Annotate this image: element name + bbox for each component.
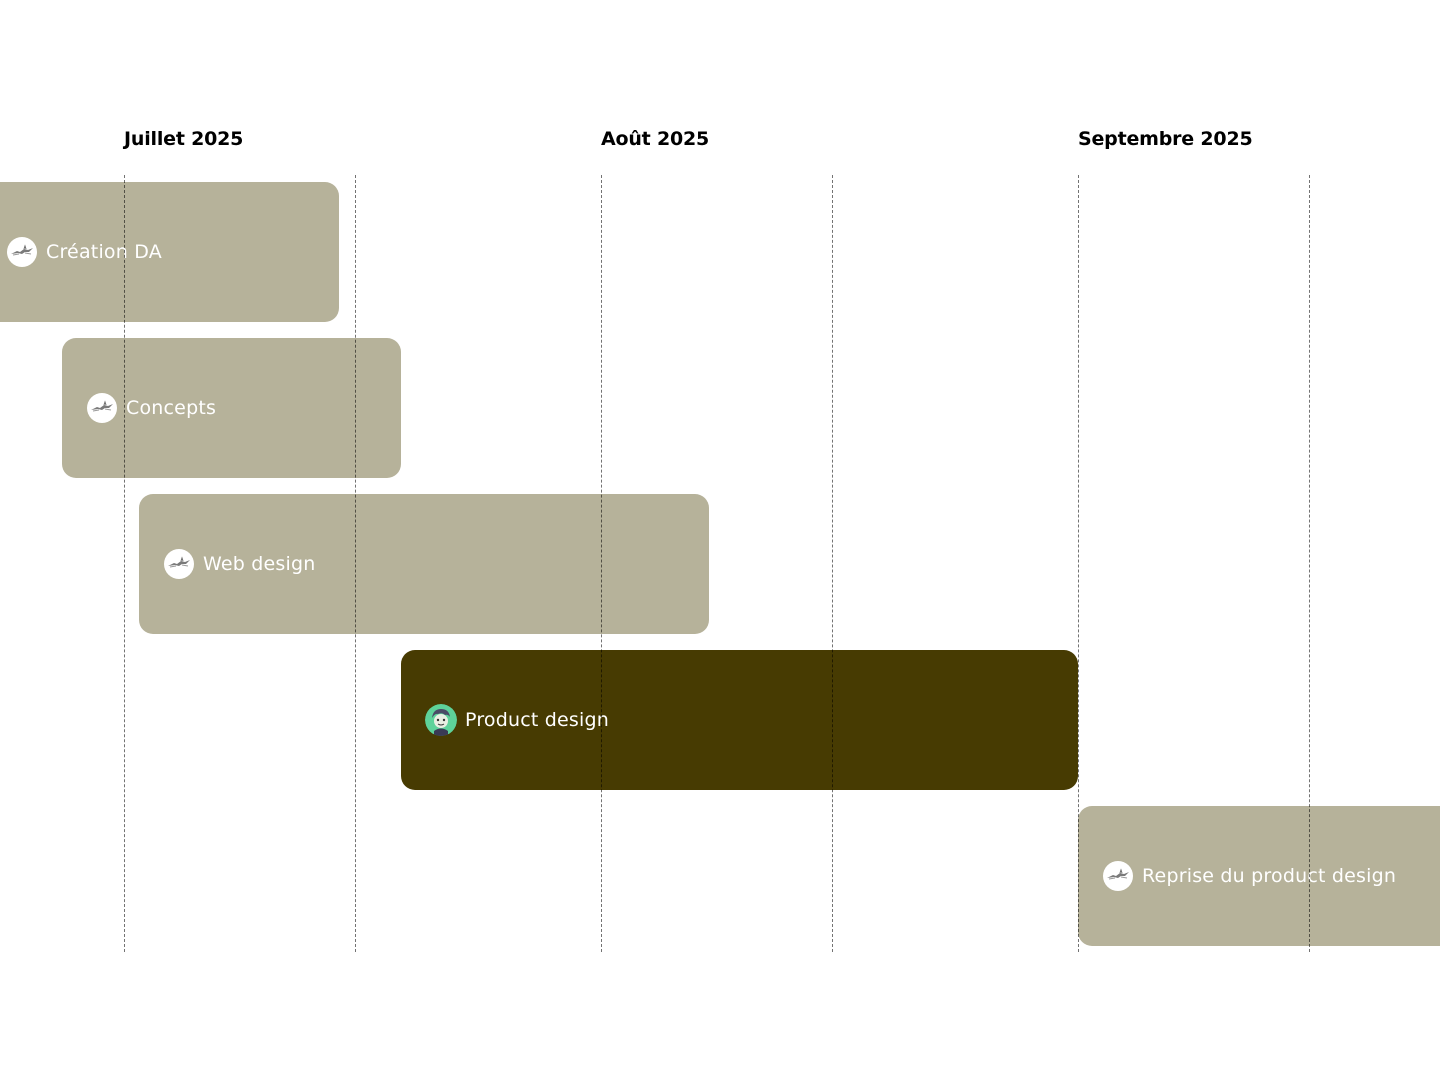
task-label: Product design: [465, 709, 610, 731]
task-label: Concepts: [126, 397, 217, 419]
task-bar[interactable]: Création DA: [0, 182, 339, 322]
task-label: Web design: [203, 553, 316, 575]
month-label-september: Septembre 2025: [1078, 128, 1253, 150]
month-label-august: Août 2025: [601, 128, 710, 150]
bird-logo-icon: [163, 548, 195, 580]
task-bar[interactable]: Reprise du product design: [1078, 806, 1440, 946]
task-bar[interactable]: Product design: [401, 650, 1078, 790]
character-avatar-icon: [425, 704, 457, 736]
task-label: Reprise du product design: [1142, 865, 1397, 887]
bird-logo-icon: [1102, 860, 1134, 892]
bird-logo-icon: [6, 236, 38, 268]
bird-logo-icon: [86, 392, 118, 424]
task-bar[interactable]: Web design: [139, 494, 709, 634]
month-label-july: Juillet 2025: [124, 128, 244, 150]
task-label: Création DA: [46, 241, 162, 263]
grid-line-4: [832, 175, 833, 952]
task-bar[interactable]: Concepts: [62, 338, 401, 478]
